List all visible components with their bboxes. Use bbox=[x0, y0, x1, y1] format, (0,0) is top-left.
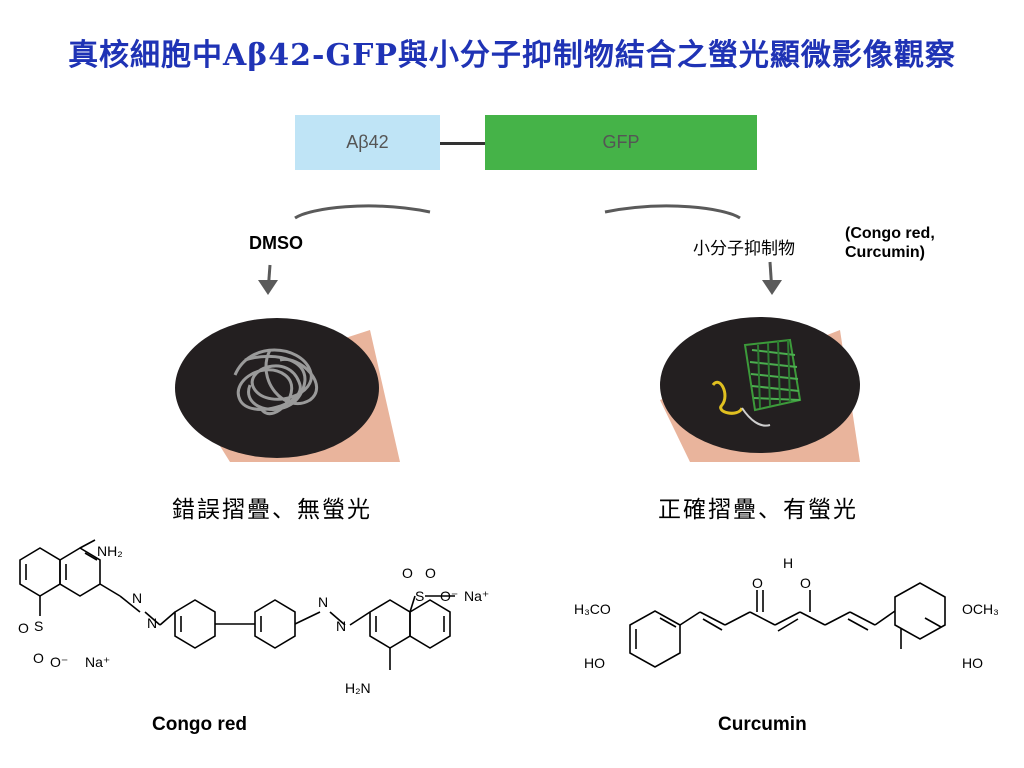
cu-o-hydroxy: O bbox=[800, 575, 811, 591]
inhibitor-examples-line1: (Congo red, bbox=[845, 225, 935, 242]
gfp-domain-box: GFP bbox=[485, 115, 757, 170]
left-arrow bbox=[258, 204, 431, 295]
congo-red-name: Congo red bbox=[152, 714, 247, 735]
cr-nh2-bottom: H₂N bbox=[345, 680, 371, 696]
linker-line bbox=[440, 142, 485, 145]
dmso-label: DMSO bbox=[249, 233, 303, 253]
cr-nh2-top: NH₂ bbox=[97, 543, 123, 559]
cr-azo-n3: N bbox=[318, 594, 328, 610]
curcumin-name: Curcumin bbox=[718, 714, 807, 735]
cu-ho-left: HO bbox=[584, 655, 605, 671]
cr-na-left: Na⁺ bbox=[85, 654, 110, 670]
curcumin-atom-labels: H O O H₃CO HO OCH₃ HO bbox=[574, 555, 999, 671]
cr-azo-n4: N bbox=[336, 618, 346, 634]
cr-azo-n2: N bbox=[147, 615, 157, 631]
inhibitor-examples: (Congo red, Curcumin) bbox=[845, 224, 935, 262]
cu-h: H bbox=[783, 555, 793, 571]
congo-red-atom-labels: NH₂ N N N N H₂N S O O O⁻ Na⁺ S O O O⁻ Na… bbox=[18, 543, 489, 696]
misfolded-caption: 錯誤摺疊、無螢光 bbox=[172, 497, 372, 523]
cr-na-right: Na⁺ bbox=[464, 588, 489, 604]
abeta42-label: Aβ42 bbox=[346, 132, 389, 152]
left-cell bbox=[175, 318, 400, 462]
cr-s-right: S bbox=[415, 588, 424, 604]
cu-h3co: H₃CO bbox=[574, 601, 611, 617]
cr-ominus-left: O⁻ bbox=[50, 654, 68, 670]
cr-s-left: S bbox=[34, 618, 43, 634]
cu-ho-right: HO bbox=[962, 655, 983, 671]
cr-o-left1: O bbox=[18, 620, 29, 636]
inhibitor-examples-line2: Curcumin) bbox=[845, 244, 925, 261]
right-cell bbox=[660, 317, 860, 462]
cr-azo-n1: N bbox=[132, 590, 142, 606]
gfp-label: GFP bbox=[602, 132, 640, 152]
inhibitor-label: 小分子抑制物 bbox=[693, 239, 795, 259]
congo-red-structure bbox=[19, 539, 455, 670]
cu-och3: OCH₃ bbox=[962, 601, 999, 617]
cr-o-right2: O bbox=[425, 565, 436, 581]
cu-o-keto: O bbox=[752, 575, 763, 591]
folded-gfp-barrel-icon bbox=[711, 338, 802, 427]
cr-o-left2: O bbox=[33, 650, 44, 666]
cr-ominus-right: O⁻ bbox=[440, 588, 458, 604]
page-title: 真核細胞中Aβ42-GFP與小分子抑制物結合之螢光顯微影像觀察 bbox=[68, 38, 956, 73]
abeta42-domain-box: Aβ42 bbox=[295, 115, 440, 170]
cr-o-right1: O bbox=[402, 565, 413, 581]
right-arrow bbox=[604, 204, 782, 295]
misfolded-tangle-icon bbox=[233, 348, 318, 416]
folded-caption: 正確摺疊、有螢光 bbox=[658, 497, 858, 523]
curcumin-structure bbox=[629, 582, 946, 668]
